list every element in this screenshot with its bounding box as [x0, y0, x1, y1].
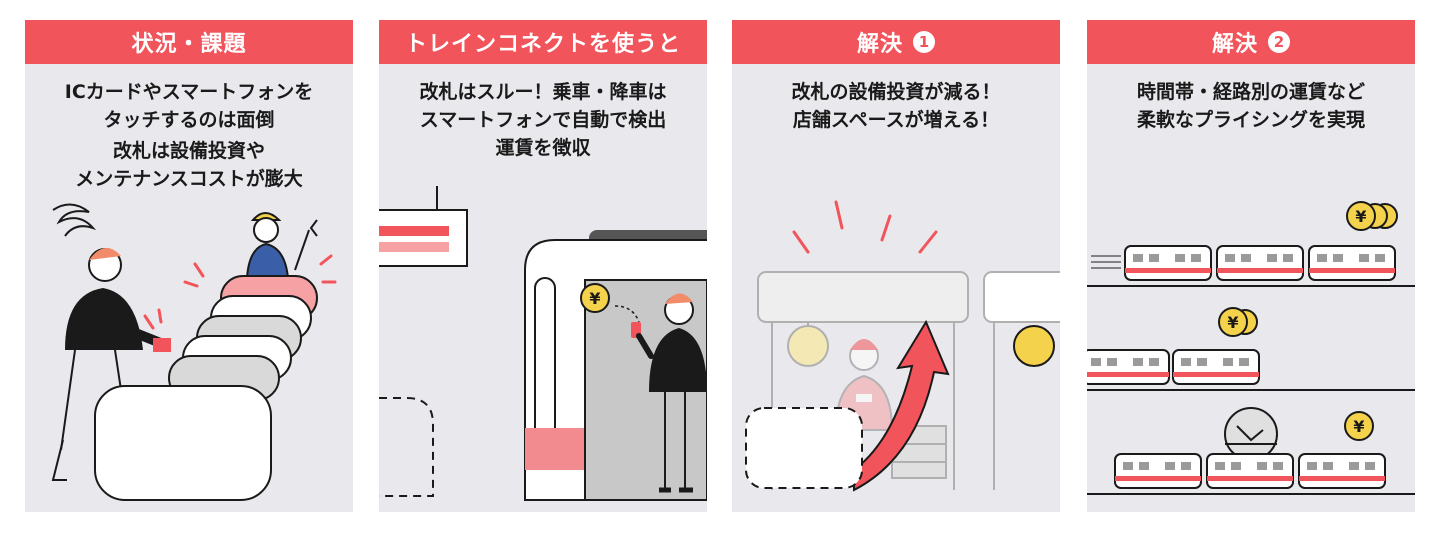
adjacent-kiosk-icon [983, 271, 1060, 490]
ticket-gate-illustration [51, 203, 337, 501]
panel-description: 改札の設備投資が減る！ 店舗スペースが増える！ [732, 78, 1060, 134]
text-line: 改札の設備投資が減る！ [791, 81, 1001, 103]
text-line: 改札はスルー！乗車・降車は [419, 81, 667, 103]
low-fare-coin-icon: ¥ [1344, 411, 1374, 441]
panel-solution-2: 解決 2 時間帯・経路別の運賃など 柔軟なプライシングを実現 ¥ [1087, 20, 1415, 512]
off-peak-train-icon [1114, 453, 1386, 489]
panel-description: ICカードやスマートフォンを タッチするのは面倒 改札は設備投資や メンテナンス… [25, 78, 353, 193]
maintenance-worker-icon [245, 212, 318, 279]
panel-header: 状況・課題 [25, 20, 353, 64]
svg-text:¥: ¥ [1227, 313, 1238, 332]
text-line: タッチするのは面倒 [103, 109, 275, 131]
text-line: ICカードやスマートフォンを [64, 81, 314, 103]
panel-solution-1: 解決 1 改札の設備投資が減る！ 店舗スペースが増える！ [732, 20, 1060, 512]
svg-text:¥: ¥ [1355, 207, 1366, 226]
panel-description: 改札はスルー！乗車・降車は スマートフォンで自動で検出 運賃を徴収 [379, 78, 707, 162]
passenger-with-phone-icon [631, 293, 707, 493]
station-sign-icon [379, 186, 468, 267]
text-line: 運賃を徴収 [495, 137, 591, 159]
panel-title: 解決 [1211, 32, 1258, 57]
text-line: 柔軟なプライシングを実現 [1136, 109, 1365, 131]
mid-fare-coins-icon: ¥ [1218, 307, 1258, 337]
route-train-icon [1087, 349, 1260, 385]
text-line: メンテナンスコストが膨大 [75, 168, 303, 190]
highlight-rays-icon [792, 200, 938, 254]
solution-number-badge: 1 [913, 31, 935, 53]
ticket-gate-machines-icon [94, 275, 318, 501]
text-line: 時間帯・経路別の運賃など [1136, 81, 1365, 103]
panel-header: 解決 2 [1087, 20, 1415, 64]
text-line: 店舗スペースが増える！ [792, 109, 1000, 131]
panel-header: トレインコネクトを使うと [379, 20, 707, 64]
clock-icon [1224, 407, 1278, 461]
high-fare-coins-icon: ¥ [1346, 201, 1398, 231]
solution-number-badge: 2 [1268, 31, 1290, 53]
stress-scribble-icon [52, 203, 97, 237]
train-car-icon [524, 230, 707, 501]
rush-hour-train-icon [1091, 245, 1396, 281]
panel-situation: 状況・課題 ICカードやスマートフォンを タッチするのは面倒 改札は設備投資や … [25, 20, 353, 512]
panel-title: 状況・課題 [131, 32, 247, 57]
panel-title: トレインコネクトを使うと [404, 32, 681, 57]
alert-rays-icon [143, 254, 337, 330]
svg-text:¥: ¥ [1353, 417, 1364, 436]
removed-gate-outline [379, 397, 434, 497]
removed-gate-outline [745, 407, 863, 489]
store-space-illustration [745, 200, 1060, 492]
commuter-person-icon [51, 247, 171, 481]
text-line: 改札は設備投資や [112, 140, 265, 162]
svg-text:¥: ¥ [589, 289, 600, 308]
yen-coin-icon: ¥ [580, 283, 640, 323]
flexible-pricing-illustration: ¥ ¥ ¥ [1087, 201, 1415, 495]
panel-header: 解決 1 [732, 20, 1060, 64]
text-line: スマートフォンで自動で検出 [419, 109, 667, 131]
growth-arrow-icon [853, 319, 950, 492]
train-door-illustration: ¥ [379, 186, 707, 501]
panel-title: 解決 [856, 32, 903, 57]
panel-train-connect: トレインコネクトを使うと 改札はスルー！乗車・降車は スマートフォンで自動で検出… [379, 20, 707, 512]
panel-description: 時間帯・経路別の運賃など 柔軟なプライシングを実現 [1087, 78, 1415, 134]
